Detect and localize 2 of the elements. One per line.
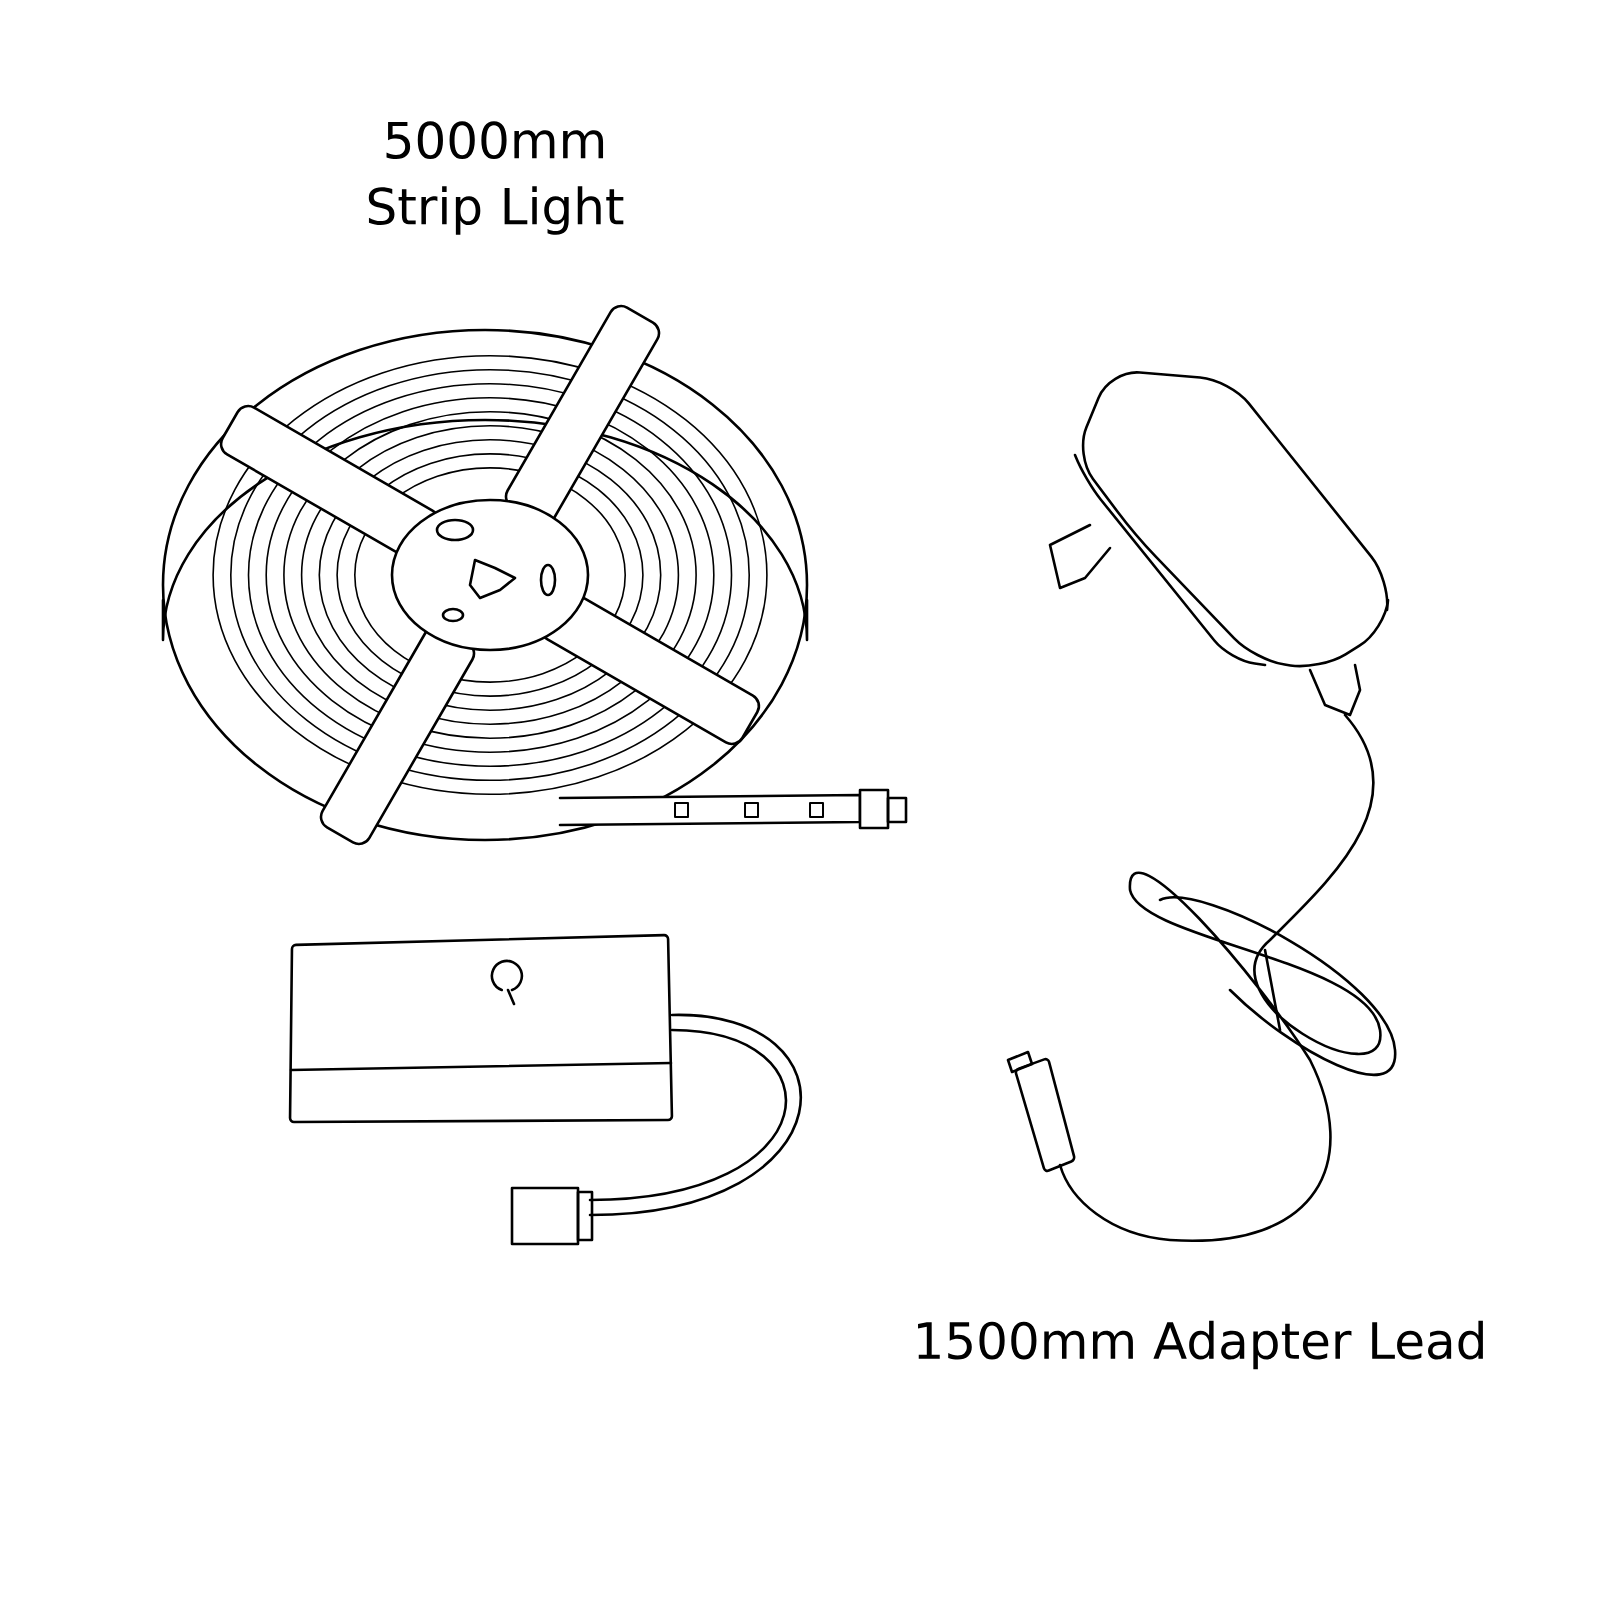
product-label: 5000mm Strip Light bbox=[368, 121, 624, 235]
product-label: 1500mm Adapter Lead bbox=[918, 1320, 1483, 1370]
